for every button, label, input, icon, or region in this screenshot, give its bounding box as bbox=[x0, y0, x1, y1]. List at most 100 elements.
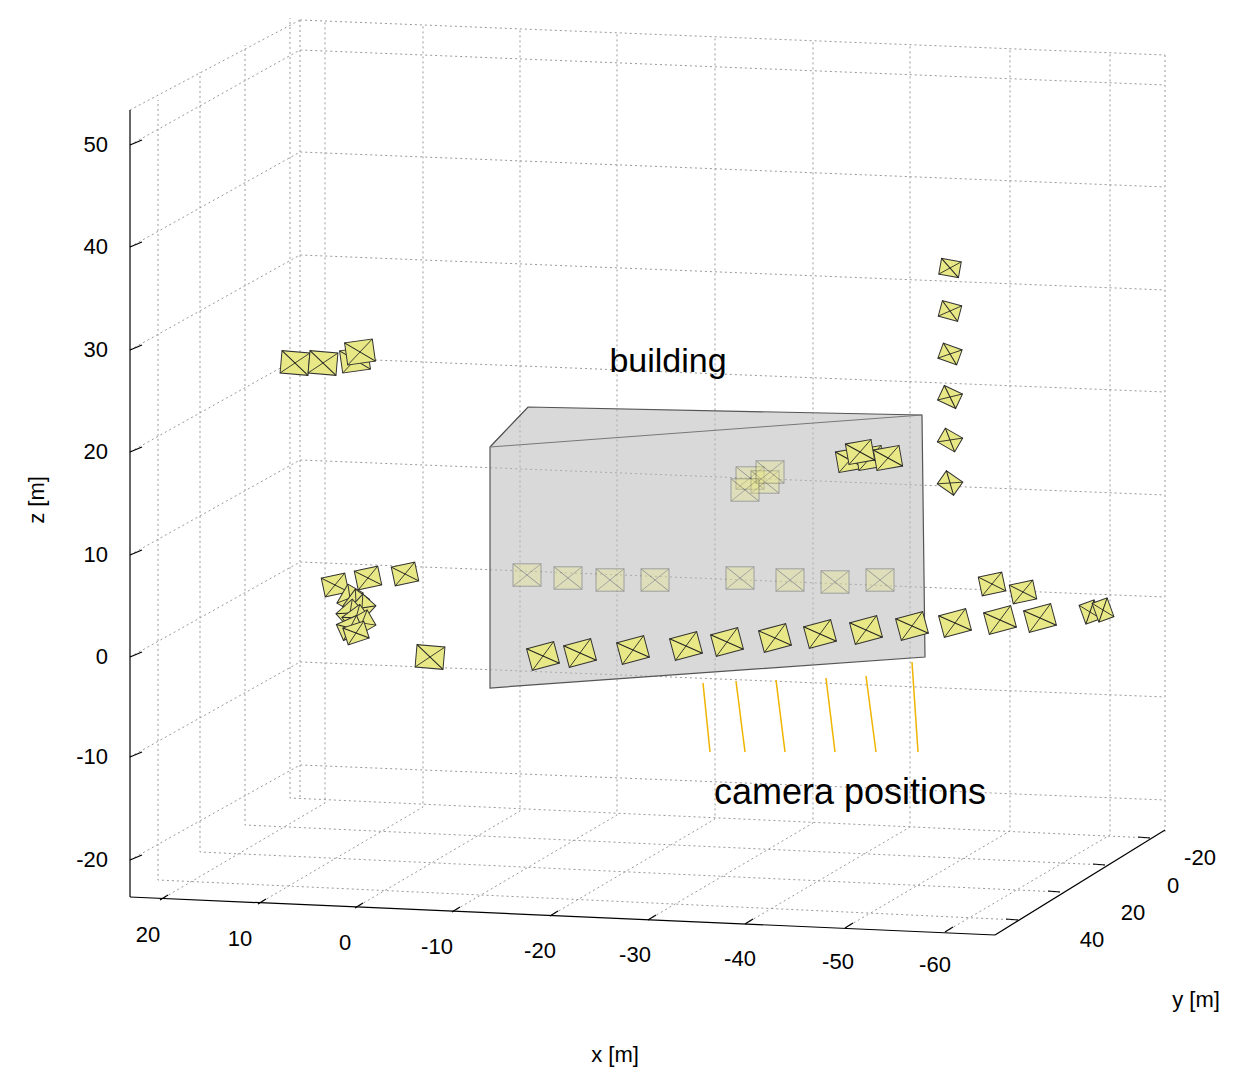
grid-line bbox=[130, 20, 300, 110]
camera-ray bbox=[345, 339, 376, 365]
camera bbox=[938, 343, 962, 365]
tick bbox=[130, 140, 142, 145]
camera bbox=[938, 386, 963, 409]
tick bbox=[130, 855, 142, 860]
camera-ray bbox=[564, 639, 597, 668]
camera bbox=[564, 639, 597, 668]
camera-ray bbox=[804, 620, 837, 649]
tick-label: 10 bbox=[228, 928, 252, 950]
camera-ray bbox=[641, 569, 669, 591]
tick bbox=[1138, 837, 1150, 838]
annotation: camera positions bbox=[714, 774, 986, 810]
camera-frame bbox=[345, 339, 376, 365]
camera-ray bbox=[354, 566, 381, 590]
camera-ray bbox=[527, 642, 560, 671]
x-axis bbox=[130, 897, 995, 935]
camera-ray bbox=[759, 624, 792, 653]
camera-frame bbox=[641, 569, 669, 591]
tick-label: -50 bbox=[822, 951, 854, 973]
camera-frame bbox=[1092, 598, 1114, 622]
camera-ray bbox=[845, 440, 874, 465]
camera-ray bbox=[415, 645, 445, 670]
camera-ray bbox=[1009, 580, 1036, 604]
tick-label: 30 bbox=[84, 339, 108, 361]
camera-ray bbox=[1024, 604, 1057, 633]
camera-ray bbox=[308, 351, 338, 376]
camera-ray bbox=[938, 301, 961, 322]
tick bbox=[130, 447, 142, 452]
camera-frame bbox=[1024, 604, 1057, 633]
camera-frame bbox=[873, 446, 902, 471]
tick bbox=[648, 915, 656, 920]
camera bbox=[345, 339, 376, 365]
tick bbox=[355, 903, 363, 908]
tick-label: -20 bbox=[524, 940, 556, 962]
axis-title: x [m] bbox=[591, 1044, 639, 1066]
camera-ray bbox=[670, 632, 703, 661]
tick-label: 20 bbox=[84, 441, 108, 463]
camera-ray bbox=[938, 343, 962, 365]
camera-ray bbox=[804, 620, 837, 649]
camera bbox=[711, 628, 744, 657]
tick-label: -10 bbox=[421, 936, 453, 958]
camera-ray bbox=[938, 343, 962, 365]
camera-ray bbox=[641, 569, 669, 591]
grid-line bbox=[300, 20, 1165, 55]
camera bbox=[1009, 580, 1036, 604]
tick-label: 20 bbox=[1121, 902, 1145, 924]
camera bbox=[937, 471, 963, 496]
camera bbox=[756, 461, 784, 483]
tick bbox=[160, 895, 168, 900]
camera-frame bbox=[896, 612, 929, 641]
tick bbox=[745, 919, 753, 924]
camera-frame bbox=[731, 479, 759, 501]
camera bbox=[939, 258, 961, 277]
camera-ray bbox=[513, 564, 541, 586]
camera-ray bbox=[759, 624, 792, 653]
camera bbox=[850, 616, 883, 645]
camera bbox=[391, 562, 418, 586]
camera-frame bbox=[308, 351, 338, 376]
camera-frame bbox=[978, 572, 1005, 596]
camera-frame bbox=[527, 642, 560, 671]
camera-ray bbox=[617, 636, 650, 665]
camera-ray bbox=[845, 440, 874, 465]
camera-ray bbox=[1024, 604, 1057, 633]
camera-ray bbox=[938, 386, 963, 409]
camera bbox=[984, 606, 1017, 635]
grid-line bbox=[245, 45, 1105, 865]
camera bbox=[938, 301, 961, 322]
camera-frame bbox=[596, 569, 624, 591]
camera-ray bbox=[391, 562, 418, 586]
tick-label: -60 bbox=[919, 954, 951, 976]
tick bbox=[452, 907, 460, 912]
tick bbox=[550, 911, 558, 916]
grid-line bbox=[158, 100, 1018, 920]
camera-frame bbox=[564, 639, 597, 668]
camera bbox=[596, 569, 624, 591]
camera-ray bbox=[617, 636, 650, 665]
camera-ray bbox=[896, 612, 929, 641]
camera bbox=[759, 624, 792, 653]
camera bbox=[896, 612, 929, 641]
camera-ray bbox=[1092, 598, 1114, 622]
tick-label: -10 bbox=[76, 746, 108, 768]
camera bbox=[821, 571, 849, 593]
camera bbox=[939, 609, 972, 638]
camera-ray bbox=[776, 569, 804, 591]
axis-title: z [m] bbox=[26, 476, 48, 524]
camera-ray bbox=[354, 566, 381, 590]
camera bbox=[776, 569, 804, 591]
camera-frame bbox=[776, 569, 804, 591]
camera-ray bbox=[939, 258, 961, 277]
camera bbox=[937, 428, 962, 452]
camera-frame bbox=[938, 343, 962, 365]
camera-frame bbox=[554, 567, 582, 589]
camera-ray bbox=[821, 571, 849, 593]
camera-ray bbox=[984, 606, 1017, 635]
camera-frame bbox=[711, 628, 744, 657]
camera-ray bbox=[821, 571, 849, 593]
building-edge bbox=[490, 407, 528, 447]
camera-ray bbox=[850, 616, 883, 645]
